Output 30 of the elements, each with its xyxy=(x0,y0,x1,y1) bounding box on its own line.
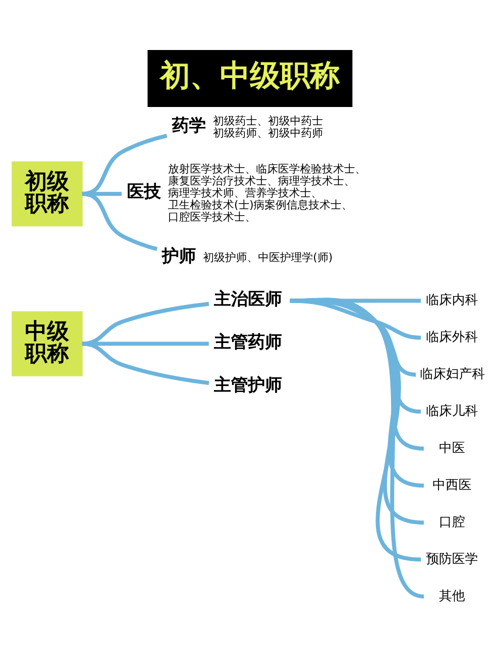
node-label: 初级药士、初级中药士 xyxy=(213,114,324,128)
connector xyxy=(290,298,424,450)
node-text: 临床内科 xyxy=(426,292,478,308)
connector xyxy=(290,298,424,488)
node-box: 初级职称 xyxy=(12,160,83,226)
node-text: 主管护师 xyxy=(214,374,282,395)
connector xyxy=(82,341,209,346)
node-label: 初级药师、初级中药师 xyxy=(213,126,324,140)
node-text: 中西医 xyxy=(432,478,472,493)
node-text: 药学 xyxy=(172,116,206,136)
node-text: 主治医师 xyxy=(214,288,282,309)
node-text: 中医 xyxy=(438,440,465,456)
node-text: 医技 xyxy=(127,181,162,202)
diagram-title: 初、中级职称 xyxy=(160,58,340,93)
node-label: 初级护师、中医护理学(师) xyxy=(203,250,333,264)
node-text: 临床外科 xyxy=(426,330,478,345)
node-box: 中级职称 xyxy=(12,310,83,376)
connector xyxy=(82,133,168,196)
node-text: 护师 xyxy=(162,246,196,266)
node-text: 主管药师 xyxy=(214,332,282,352)
connector xyxy=(82,191,158,251)
node-text: 预防医学 xyxy=(426,551,478,566)
node-text: 临床妇产科 xyxy=(420,366,485,382)
node-text: 口腔 xyxy=(438,514,465,530)
node-label: 放射医学技术士、临床医学检验技术士、康复医学治疗技术士、病理学技术士、病理学技术师、营养学技术士、卫生检验技术(士)病案例信息技术士、口腔医学技术士、 xyxy=(168,162,366,224)
connector xyxy=(82,341,210,385)
node-text: 临床儿科 xyxy=(426,404,478,419)
connector xyxy=(290,297,424,524)
node-text: 其他 xyxy=(438,588,465,604)
connector xyxy=(82,301,210,346)
